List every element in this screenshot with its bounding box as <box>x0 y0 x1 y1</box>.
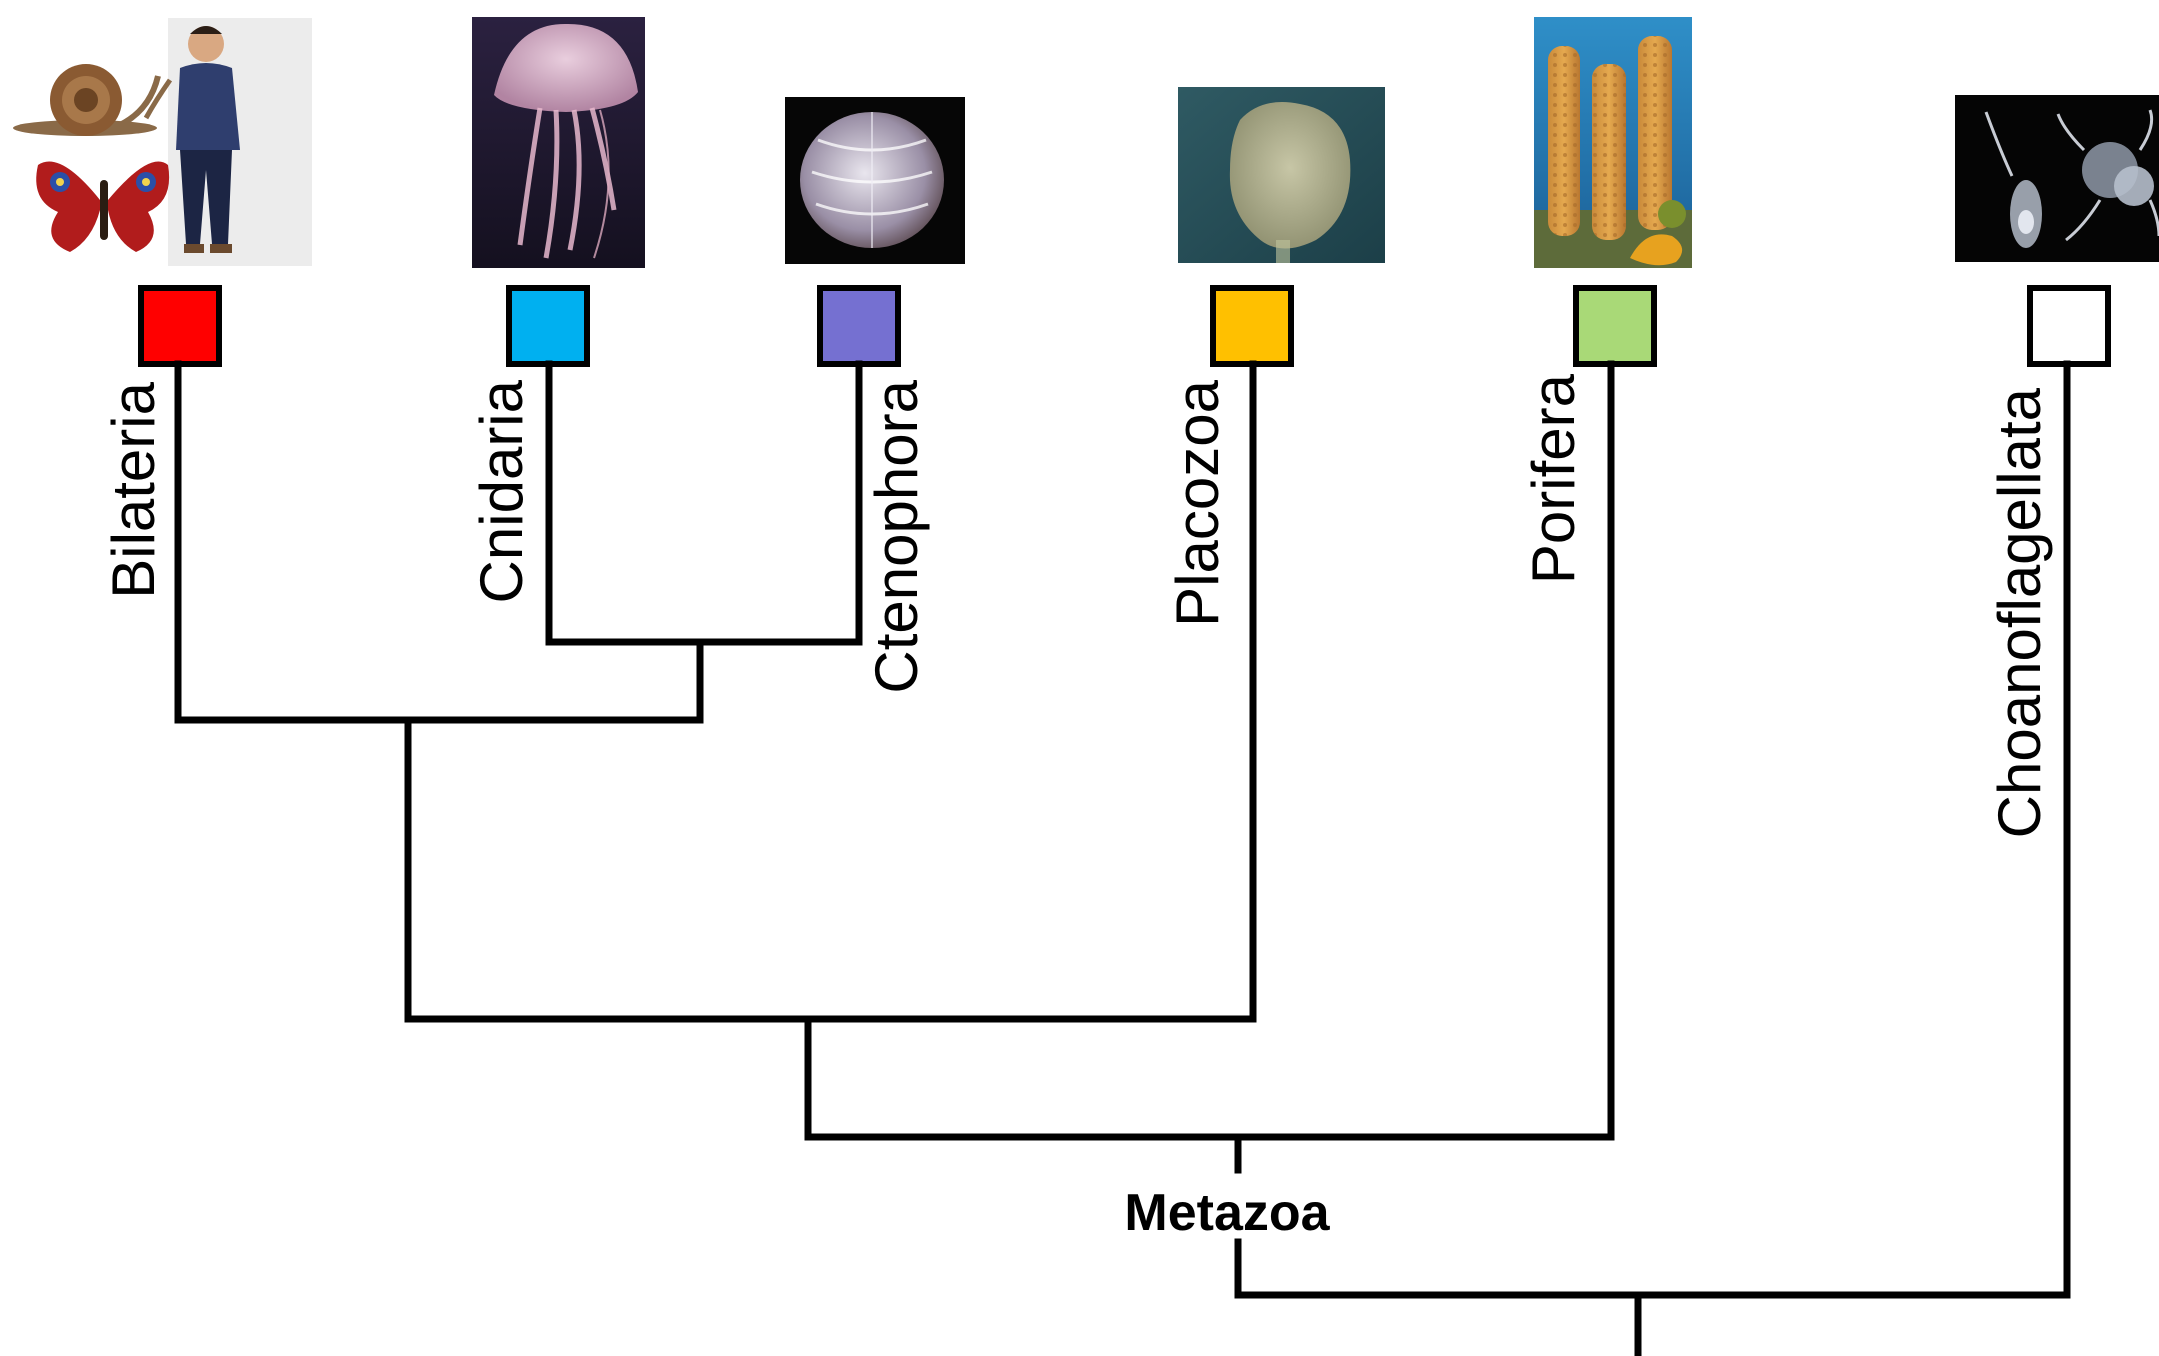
taxon-label-cnidaria: Cnidaria <box>468 379 535 603</box>
cnidaria-color-key <box>509 288 587 364</box>
cnidaria-photo <box>472 17 645 268</box>
taxon-label-placozoa: Placozoa <box>1164 379 1231 626</box>
placozoa-photo <box>1178 87 1385 263</box>
bilateria-photo <box>0 18 312 266</box>
ctenophora-color-key <box>820 288 898 364</box>
choanoflagellata-photo <box>1955 95 2159 262</box>
taxon-label-bilateria: Bilateria <box>100 381 167 598</box>
clade-label-metazoa: Metazoa <box>1124 1184 1330 1242</box>
taxon-label-choanoflagellata: Choanoflagellata <box>1986 387 2053 838</box>
taxon-label-ctenophora: Ctenophora <box>863 379 930 693</box>
porifera-color-key <box>1576 288 1654 364</box>
choanoflagellata-color-key <box>2030 288 2108 364</box>
porifera-photo <box>1534 17 1692 268</box>
ctenophora-photo <box>785 97 965 264</box>
bilateria-color-key <box>141 288 219 364</box>
tree-branches <box>178 364 2067 1356</box>
placozoa-color-key <box>1213 288 1291 364</box>
taxon-label-porifera: Porifera <box>1520 373 1587 584</box>
